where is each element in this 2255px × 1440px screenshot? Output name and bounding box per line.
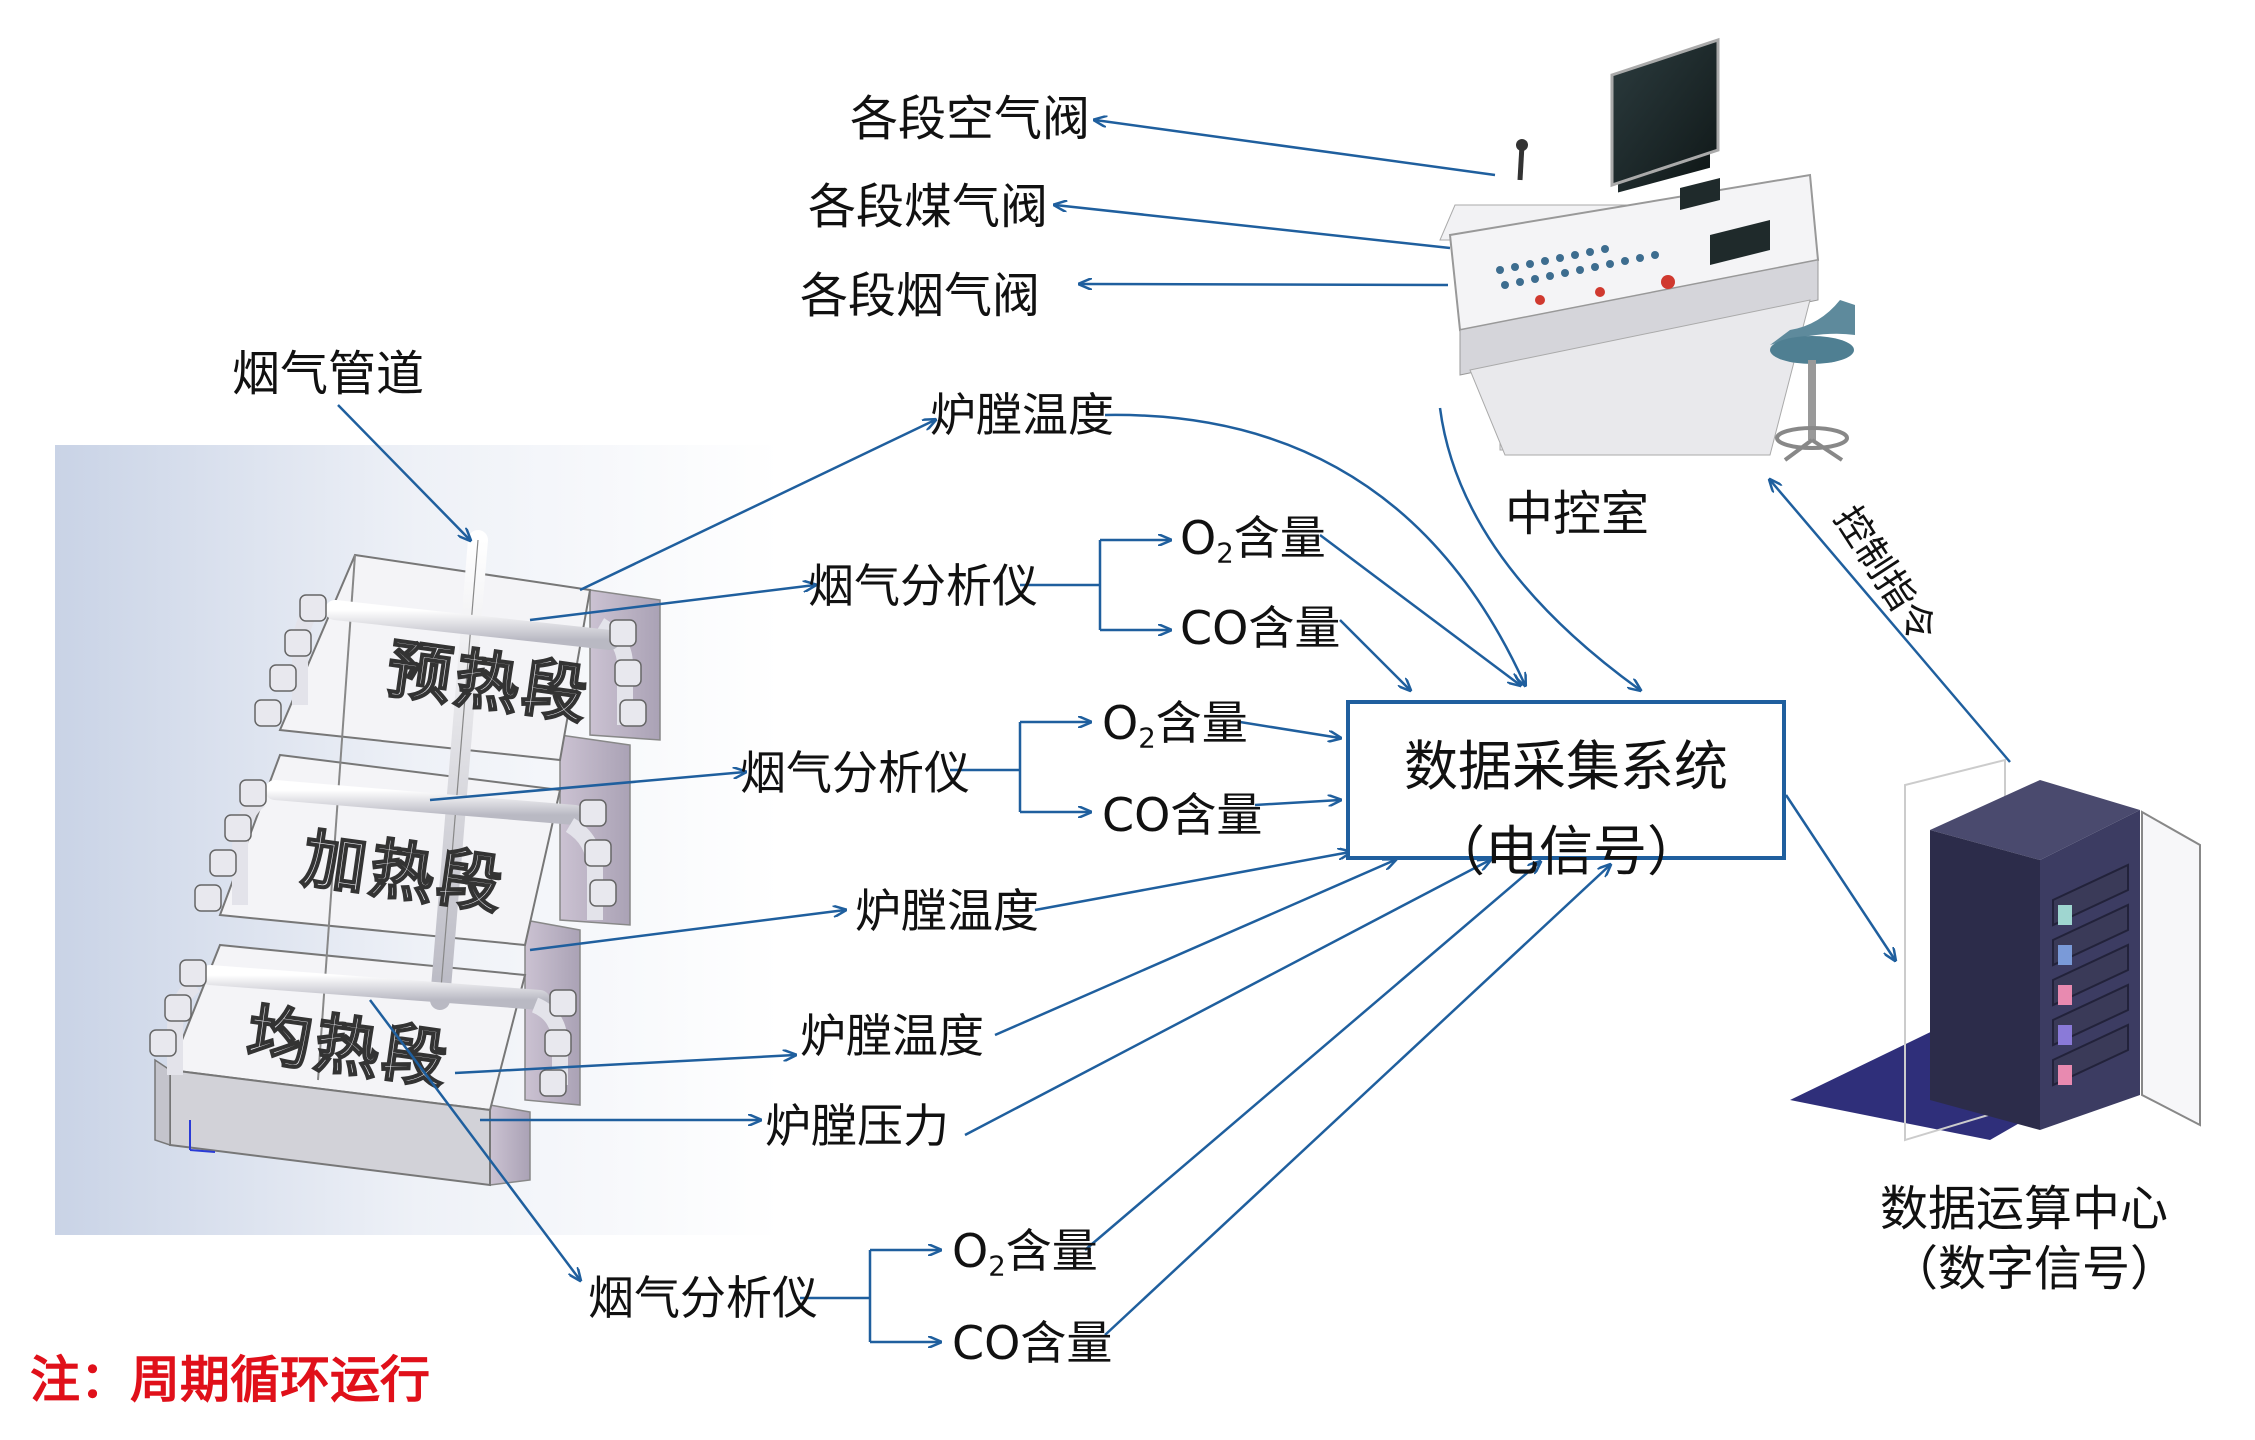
compute-center-title: 数据运算中心 [1880,1181,2169,1237]
signal-co-content-1: CO含量 [1180,601,1341,655]
signal-furnace-temp-1: 炉膛温度 [930,388,1114,442]
signal-arrows [337,120,2011,1342]
control-room-label: 中控室 [1505,486,1650,542]
signal-co-content-3: CO含量 [952,1316,1113,1370]
operator-stool-illustration [1770,300,1855,462]
daq-subtitle: （电信号） [1431,820,1701,883]
signal-o2-content-2: O2含量 [1102,696,1248,755]
valve-label-air: 各段空气阀 [850,91,1091,147]
flue-duct-label: 烟气管道 [232,346,425,402]
server-rack-illustration [1790,758,2201,1142]
data-acquisition-system-box: 数据采集系统 （电信号） [1346,700,1786,883]
signal-furnace-temp-3: 炉膛温度 [800,1009,984,1063]
signal-flue-analyzer-1: 烟气分析仪 [808,559,1038,613]
signal-furnace-temp-2: 炉膛温度 [855,884,1039,938]
furnace-model: 预热段 加热段 均热段 [55,445,780,1235]
signal-co-content-2: CO含量 [1102,788,1263,842]
signal-furnace-pressure: 炉膛压力 [765,1099,949,1153]
signal-o2-content-3: O2含量 [952,1224,1098,1283]
control-console-illustration [1439,37,1820,456]
signal-flue-analyzer-3: 烟气分析仪 [588,1271,818,1325]
signal-o2-content-1: O2含量 [1180,511,1326,570]
compute-center-subtitle: （数字信号） [1890,1241,2179,1297]
cycle-note: 注：周期循环运行 [30,1351,430,1409]
daq-title: 数据采集系统 [1404,735,1728,798]
valve-label-flue: 各段烟气阀 [800,268,1041,324]
signal-flue-analyzer-2: 烟气分析仪 [740,746,970,800]
valve-label-gas: 各段煤气阀 [808,179,1049,235]
